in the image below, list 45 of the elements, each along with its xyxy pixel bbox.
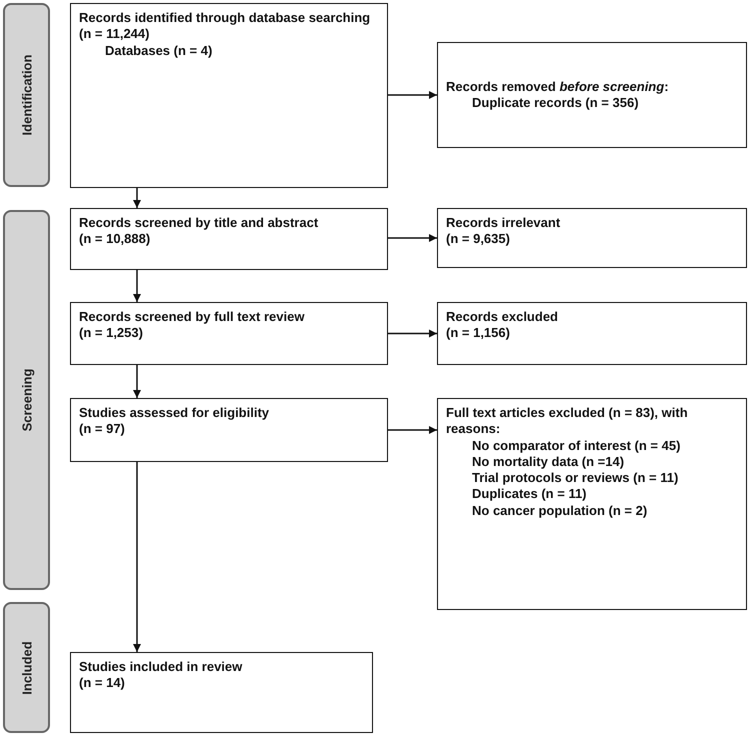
arrow [133,270,141,302]
process-box [70,398,388,462]
box-text: (n = 1,253) [79,325,144,342]
box-text: Duplicates (n = 11) [471,486,588,502]
box-text: (n = 1,156) [446,325,511,342]
stage-band [3,602,50,733]
stage-label: Included [19,640,34,694]
box-text: No mortality data (n =14) [471,454,626,470]
box-text: (n = 97) [79,421,126,438]
stage-label: Screening [19,368,34,432]
stage-label: Identification [19,54,34,136]
arrow [388,234,437,242]
box-text: Studies included in review [79,659,244,676]
process-box [70,208,388,270]
box-text: (n = 10,888) [79,231,152,248]
box-text: Records screened by title and abstract [79,215,320,232]
process-box [70,652,373,733]
process-box [437,42,747,148]
box-text: Studies assessed for eligibility [79,405,270,422]
arrow [133,462,141,652]
box-text: Records identified through database searching (n = 11,244) [79,10,372,42]
process-box [437,208,747,268]
arrow [388,91,437,99]
arrow [388,330,437,338]
box-text: Full text articles excluded (n = 83), with reasons: [446,405,689,438]
box-text: Trial protocols or reviews (n = 11) [471,470,680,486]
process-box [70,302,388,365]
box-text: (n = 9,635) [446,231,511,248]
arrow [133,188,141,208]
box-text: Records screened by full text review [79,309,306,326]
stage-band [3,3,50,187]
arrow [388,426,437,434]
box-text: No cancer population (n = 2) [471,502,648,519]
stage-band [3,210,50,590]
process-box [437,302,747,365]
process-box [437,398,747,610]
box-text: Records excluded [446,309,559,326]
box-text: Duplicate records (n = 356) [471,95,640,112]
box-text: (n = 14) [79,675,126,692]
arrow [133,365,141,398]
box-text: Databases (n = 4) [104,42,214,59]
box-text: Records irrelevant [446,215,562,232]
box-text: Records removed before screening: [446,78,670,95]
process-box [70,3,388,188]
box-text: No comparator of interest (n = 45) [471,438,682,454]
